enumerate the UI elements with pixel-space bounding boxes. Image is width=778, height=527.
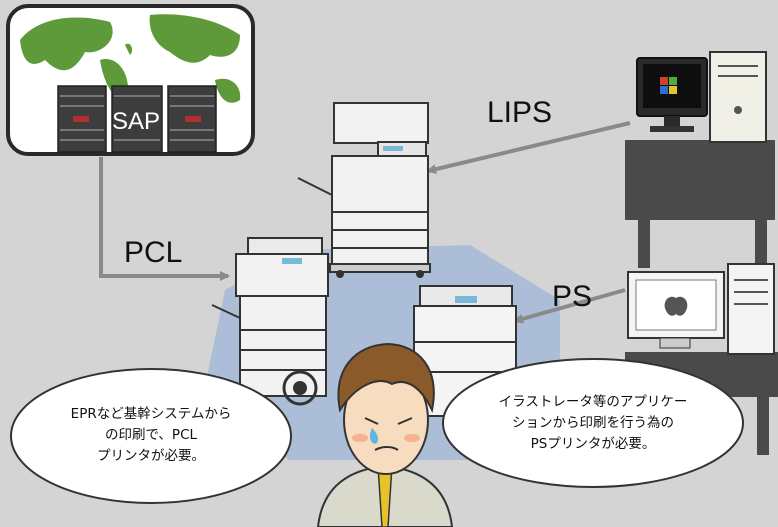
lips-arrow: [426, 121, 631, 175]
right-bubble-text: イラストレータ等のアプリケー ションから印刷を行う為の PSプリンタが必要。: [452, 392, 734, 455]
pcl-label: PCL: [124, 236, 183, 269]
lips-label: LIPS: [487, 96, 553, 129]
left-bubble-text: EPRなど基幹システムから の印刷で、PCL プリンタが必要。: [22, 404, 280, 467]
right-bubble-line-1: イラストレータ等のアプリケー: [498, 394, 688, 410]
left-bubble-line-2: の印刷で、PCL: [104, 427, 198, 443]
pcl-printer-icon: [211, 237, 329, 406]
ps-label: PS: [552, 280, 593, 313]
right-bubble-line-3: PSプリンタが必要。: [530, 436, 656, 452]
left-bubble-line-3: プリンタが必要。: [97, 448, 205, 464]
left-bubble-line-1: EPRなど基幹システムから: [70, 406, 232, 422]
ps-arrow: [513, 288, 626, 324]
worried-person-icon: [316, 342, 454, 527]
sap-label: SAP: [112, 108, 161, 135]
right-speech-bubble: [442, 358, 744, 488]
windows-pc-icon: [625, 51, 775, 268]
lips-printer-icon: [297, 102, 431, 278]
pcl-arrow: [99, 157, 230, 281]
server-map-icon: [6, 4, 255, 156]
left-speech-bubble: [10, 368, 292, 504]
right-bubble-line-2: ションから印刷を行う為の: [512, 415, 674, 431]
